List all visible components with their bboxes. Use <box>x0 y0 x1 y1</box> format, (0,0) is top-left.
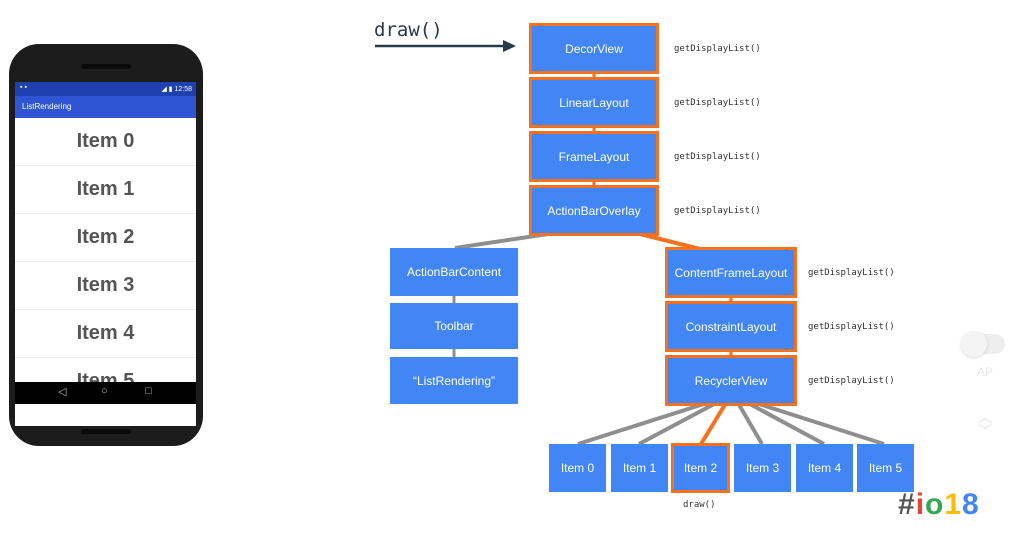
connector-item-2 <box>699 401 728 446</box>
call-label: getDisplayList() <box>674 206 761 216</box>
app-bar: ListRendering <box>15 96 196 118</box>
recent-apps-icon[interactable]: □ <box>145 385 152 397</box>
node-linear-layout: LinearLayout <box>529 77 659 128</box>
call-label: getDisplayList() <box>808 268 895 278</box>
connector-item-5 <box>755 401 885 446</box>
notification-icons: ▪▪ <box>20 84 29 91</box>
node-toolbar: Toolbar <box>390 303 518 349</box>
chevron-up-icon[interactable]: ︿ <box>978 409 992 425</box>
item-draw-label: draw() <box>683 500 716 510</box>
list-item[interactable]: Item 2 <box>15 214 196 262</box>
list-item[interactable]: Item 3 <box>15 262 196 310</box>
connector-item-4 <box>747 401 825 446</box>
phone-speaker <box>81 64 131 69</box>
ap-label: AP <box>977 365 994 379</box>
call-label: getDisplayList() <box>674 98 761 108</box>
draw-arrow-head <box>503 40 516 52</box>
node-item-1: Item 1 <box>611 444 668 492</box>
connector-overlay-frame <box>639 232 701 251</box>
chevron-down-icon[interactable]: ﹀ <box>978 423 992 439</box>
list-item[interactable]: Item 1 <box>15 166 196 214</box>
call-label: getDisplayList() <box>808 322 895 332</box>
status-time: ◢ ▮ 12:58 <box>161 86 192 93</box>
status-bar: ▪▪ ◢ ▮ 12:58 <box>15 82 196 96</box>
node-recycler-view: RecyclerView <box>665 355 797 406</box>
node-content-frame-layout: ContentFrameLayout <box>665 247 797 298</box>
phone-screen: ▪▪ ◢ ▮ 12:58 ListRendering Item 0 Item 1… <box>15 82 196 426</box>
toggle-knob[interactable] <box>961 331 987 357</box>
node-item-2: Item 2 <box>671 443 730 493</box>
list-item[interactable]: Item 0 <box>15 118 196 166</box>
node-decor-view: DecorView <box>529 23 659 74</box>
node-constraint-layout: ConstraintLayout <box>665 301 797 352</box>
node-action-bar-content: ActionBarContent <box>390 248 518 296</box>
node-list-rendering-text: “ListRendering” <box>390 357 518 404</box>
node-action-bar-overlay: ActionBarOverlay <box>529 185 659 236</box>
item-list[interactable]: Item 0 Item 1 Item 2 Item 3 Item 4 Item … <box>15 118 196 403</box>
node-item-5: Item 5 <box>857 444 914 492</box>
home-icon[interactable]: ○ <box>101 385 108 397</box>
node-frame-layout: FrameLayout <box>529 131 659 182</box>
app-title: ListRendering <box>22 102 72 111</box>
list-item[interactable]: Item 4 <box>15 310 196 358</box>
node-item-3: Item 3 <box>734 444 791 492</box>
node-item-0: Item 0 <box>549 444 606 492</box>
connector-item-3 <box>736 401 764 446</box>
draw-label: draw() <box>374 19 443 41</box>
connector-item-1 <box>638 401 717 446</box>
connector-item-0 <box>577 401 708 446</box>
node-item-4: Item 4 <box>796 444 853 492</box>
navigation-bar: ◁ ○ □ <box>15 382 196 404</box>
back-icon[interactable]: ◁ <box>58 386 67 398</box>
connector-overlay-content <box>454 232 549 250</box>
call-label: getDisplayList() <box>674 152 761 162</box>
phone-device: ▪▪ ◢ ▮ 12:58 ListRendering Item 0 Item 1… <box>9 44 203 446</box>
phone-speaker <box>81 429 131 434</box>
io18-logo: #io18 <box>898 488 980 521</box>
call-label: getDisplayList() <box>808 376 895 386</box>
call-label: getDisplayList() <box>674 44 761 54</box>
